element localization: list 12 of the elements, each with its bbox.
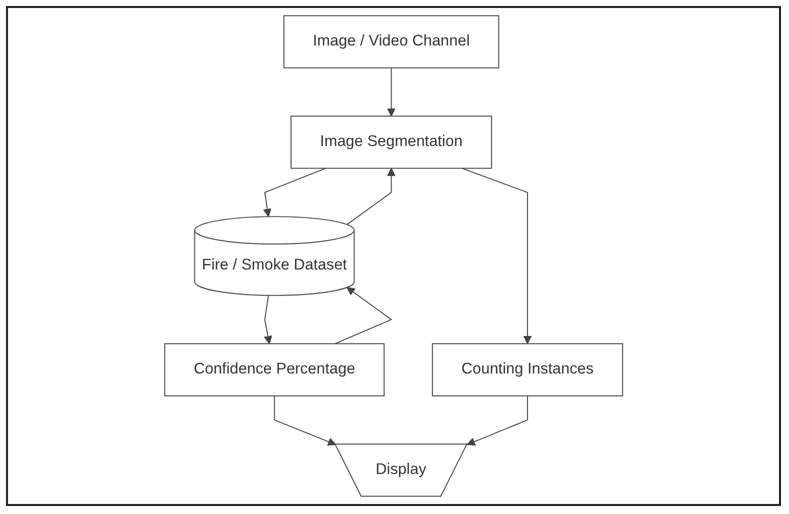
node-box: Image / Video Channel [283, 15, 500, 68]
node-box: Image Segmentation [290, 116, 492, 169]
arrow [386, 67, 396, 117]
arrow [334, 287, 392, 344]
arrow [262, 168, 326, 217]
arrow [274, 395, 336, 446]
node-box: Confidence Percentage [164, 343, 384, 396]
arrow [346, 168, 396, 226]
node-box: Counting Instances [432, 343, 623, 396]
arrow [466, 395, 528, 446]
arrow [264, 294, 272, 344]
arrow [461, 168, 532, 344]
